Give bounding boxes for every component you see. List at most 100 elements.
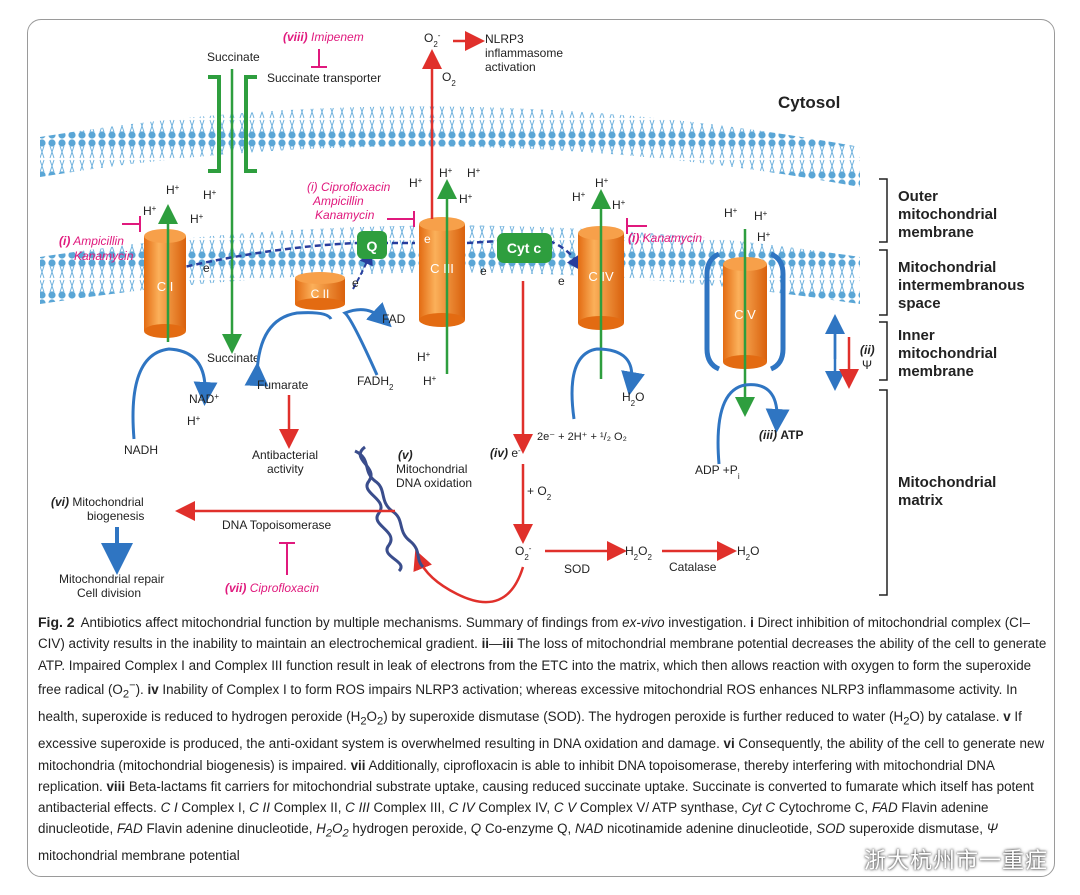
electron-label: e	[480, 264, 487, 278]
catalase-label: Catalase	[669, 560, 717, 574]
succinate-transporter-label: Succinate transporter	[267, 71, 381, 85]
i-c3-label: (i) Ciprofloxacin	[307, 180, 391, 194]
reaction-label: 2e⁻ + 2H⁺ + ¹/₂ O₂	[537, 431, 627, 443]
hplus-label: H+	[467, 166, 481, 181]
superoxide-label: O2-	[515, 544, 532, 562]
topoisomerase-label: DNA Topoisomerase	[222, 518, 331, 532]
figure-frame	[27, 19, 1055, 877]
svg-text:intermembranous: intermembranous	[898, 277, 1025, 294]
outer-membrane	[40, 106, 860, 187]
hplus-label: H+	[612, 198, 626, 213]
o2-top-label: O2-	[424, 31, 441, 49]
svg-text:Mitochondrial: Mitochondrial	[898, 259, 996, 276]
hplus-label: H+	[409, 176, 423, 191]
h2o-final-label: H2O	[737, 544, 759, 562]
region-brackets	[879, 178, 888, 596]
complex-i: C I	[144, 229, 186, 338]
c4-water-arrow	[570, 347, 645, 420]
fumarate-label: Fumarate	[257, 378, 309, 392]
svg-text:C I: C I	[157, 279, 174, 294]
o2-mid-label: O2	[442, 70, 456, 88]
hplus-label: H+	[417, 350, 431, 365]
hplus-label: H+	[595, 176, 609, 191]
dna-oxidation-arrow	[413, 549, 525, 604]
ciprofloxacin-inhibit	[279, 542, 295, 575]
svg-text:membrane: membrane	[898, 363, 974, 380]
psi-label: Ψ	[862, 358, 872, 372]
region-labels: Outer mitochondrial membrane Mitochondri…	[898, 188, 1025, 509]
c5-stator	[704, 251, 786, 372]
svg-text:mitochondrial: mitochondrial	[898, 206, 997, 223]
fad-label: FAD	[382, 312, 406, 326]
electron-label: e	[558, 274, 565, 288]
c1-inhibit	[122, 216, 141, 232]
svg-text:Cyt c: Cyt c	[507, 240, 541, 256]
svg-text:membrane: membrane	[898, 224, 974, 241]
c4-inhibit	[626, 218, 647, 234]
nlrp3-label-2: inflammasome	[485, 46, 563, 60]
atp-label: (iii) ATP	[759, 428, 803, 442]
hplus-label: H+	[459, 192, 473, 207]
fadh2-label: FADH2	[357, 374, 394, 392]
nadh-label: NADH	[124, 443, 158, 457]
c3-inhibit	[387, 211, 415, 227]
imipenem-inhibit	[311, 49, 327, 68]
vi-label-2: biogenesis	[87, 509, 144, 523]
i-c4-label: (i) Kanamycin	[628, 231, 702, 245]
cytochrome-c: Cyt c	[497, 233, 552, 263]
electron-label: e	[203, 261, 210, 275]
hplus-label: H+	[187, 414, 201, 429]
h2o2-label: H2O2	[625, 544, 652, 562]
svg-text:Outer: Outer	[898, 188, 938, 205]
figure-label: Fig. 2	[38, 614, 75, 630]
fumarate-arrow	[244, 311, 333, 387]
nlrp3-label-3: activation	[485, 60, 536, 74]
nlrp3-label: NLRP3	[485, 32, 524, 46]
nad-label: NAD+	[189, 392, 219, 407]
hplus-label: H+	[439, 166, 453, 181]
svg-text:Mitochondrial: Mitochondrial	[898, 474, 996, 491]
svg-text:Q: Q	[367, 238, 378, 254]
hplus-label: H+	[143, 204, 157, 219]
watermark: 浙大杭州市一重症	[863, 849, 1048, 874]
transporter-bracket-left	[208, 75, 221, 173]
sod-label: SOD	[564, 562, 590, 576]
coenzyme-q: Q	[357, 231, 387, 259]
atp-arrow	[716, 383, 790, 465]
repair-label: Mitochondrial repair	[59, 572, 164, 586]
svg-text:space: space	[898, 295, 941, 312]
viii-label: (viii) Imipenem	[283, 30, 364, 44]
fad-arrow	[342, 302, 392, 376]
hplus-label: H+	[203, 188, 217, 203]
complex-ii: C II	[295, 272, 345, 310]
transporter-bracket-right	[244, 75, 257, 173]
i-c1-label-2: Kanamycin	[74, 249, 134, 263]
ii-label: (ii)	[860, 343, 875, 357]
hplus-label: H+	[572, 190, 586, 205]
nadh-arrow	[131, 347, 218, 440]
repair-label-2: Cell division	[77, 586, 141, 600]
v-label-2: Mitochondrial	[396, 462, 467, 476]
h2o-c4-label: H2O	[622, 390, 644, 408]
vi-label: (vi) Mitochondrial	[51, 495, 144, 509]
succinate-bottom-label: Succinate	[207, 351, 260, 365]
svg-text:matrix: matrix	[898, 492, 944, 509]
vii-label: (vii) Ciprofloxacin	[225, 581, 319, 595]
caption-text: Antibiotics affect mitochondrial functio…	[38, 615, 1047, 864]
svg-text:Inner: Inner	[898, 327, 935, 344]
hplus-label: H+	[166, 183, 180, 198]
i-c3-label-2: Ampicillin	[312, 194, 364, 208]
hplus-label: H+	[724, 206, 738, 221]
v-label: (v)	[398, 448, 413, 462]
svg-text:mitochondrial: mitochondrial	[898, 345, 997, 362]
figure-diagram: Cytosol Outer mitochondrial membrane Mit…	[40, 30, 1025, 604]
hplus-label: H+	[190, 212, 204, 227]
adp-label: ADP +Pi	[695, 463, 740, 481]
electron-label: e	[352, 276, 359, 290]
electron-c2-path	[352, 250, 373, 290]
cytosol-label: Cytosol	[778, 93, 840, 112]
hplus-label: H+	[757, 230, 771, 245]
hplus-label: H+	[754, 209, 768, 224]
i-c1-label: (i) Ampicillin	[59, 234, 124, 248]
